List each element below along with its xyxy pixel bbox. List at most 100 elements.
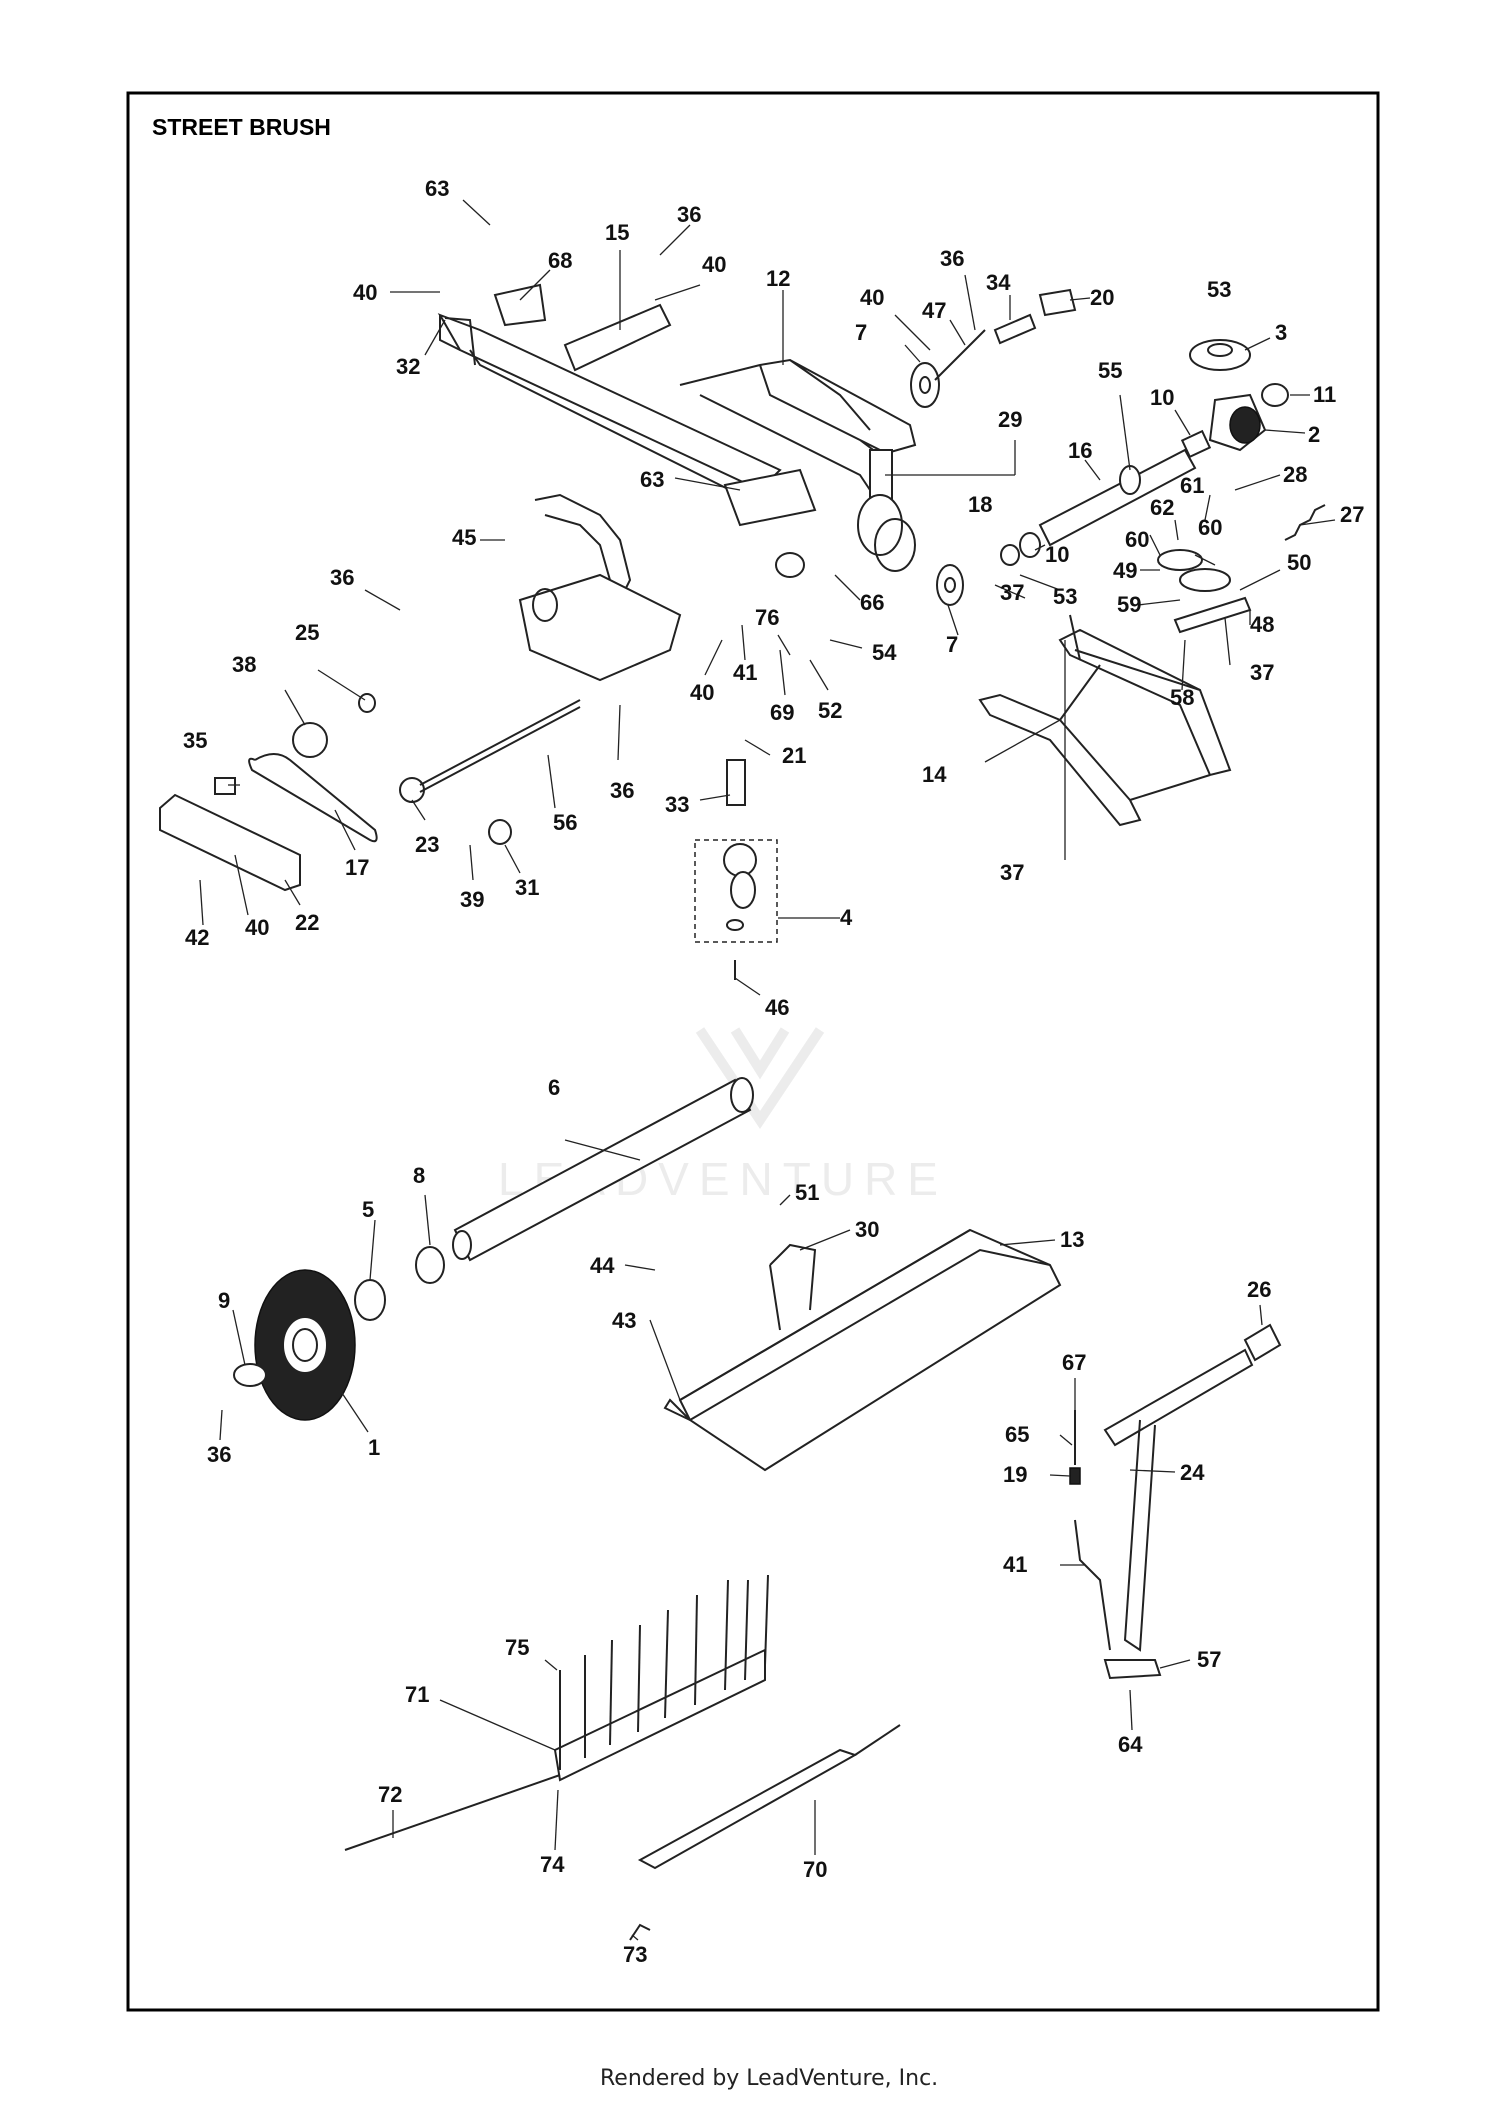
callout-27: 27 (1340, 502, 1364, 527)
callout-14: 14 (922, 762, 947, 787)
callout-29: 29 (998, 407, 1022, 432)
callout-19: 19 (1003, 1462, 1027, 1487)
callout-67: 67 (1062, 1350, 1086, 1375)
footer-credit: Rendered by LeadVenture, Inc. (600, 2066, 938, 2091)
plate-63 (723, 468, 817, 527)
callout-32: 32 (396, 354, 420, 379)
callout-56: 56 (553, 810, 577, 835)
bracket-30 (769, 1243, 817, 1331)
handle-bar-24 (1103, 1348, 1254, 1447)
callout-48: 48 (1250, 612, 1274, 637)
callout-68: 68 (548, 248, 572, 273)
callout-11: 11 (1313, 382, 1336, 407)
handle-assembly (1069, 1323, 1282, 1680)
brush-assembly (233, 1077, 754, 1421)
collar-31 (488, 819, 512, 845)
callout-72: 72 (378, 1782, 402, 1807)
plate-71 (553, 1648, 766, 1782)
callout-8: 8 (413, 1163, 425, 1188)
callout-23: 23 (415, 832, 439, 857)
shield-assembly (663, 1228, 1062, 1472)
callout-58: 58 (1170, 685, 1194, 710)
hub-9 (233, 1363, 267, 1387)
arm-48 (1173, 596, 1252, 634)
callout-17: 17 (345, 855, 369, 880)
callout-22: 22 (295, 910, 319, 935)
callout-51: 51 (795, 1180, 819, 1205)
grip-26 (1243, 1323, 1282, 1362)
callout-40: 40 (860, 285, 884, 310)
callout-40: 40 (702, 252, 726, 277)
callout-40: 40 (245, 915, 269, 940)
spring-19 (1069, 1467, 1081, 1485)
callout-12: 12 (766, 266, 790, 291)
callout-36: 36 (207, 1442, 231, 1467)
callout-7: 7 (946, 632, 958, 657)
shield-13 (678, 1228, 1062, 1472)
callout-labels: 63 36 15 40 68 40 32 12 36 40 47 34 20 5… (183, 176, 1364, 1967)
callout-57: 57 (1197, 1647, 1221, 1672)
callout-53: 53 (1053, 584, 1077, 609)
callout-36: 36 (330, 565, 354, 590)
callout-30: 30 (855, 1217, 879, 1242)
callout-45: 45 (452, 525, 476, 550)
pulley-7-upper (910, 329, 986, 408)
callout-36: 36 (610, 778, 634, 803)
callout-1: 1 (368, 1435, 380, 1460)
callout-39: 39 (460, 887, 484, 912)
callout-65: 65 (1005, 1422, 1029, 1447)
callout-52: 52 (818, 698, 842, 723)
tray-70 (637, 1748, 858, 1870)
callout-47: 47 (922, 298, 946, 323)
caster-wheel-upper (857, 449, 916, 572)
sprocket-38 (292, 722, 328, 758)
callout-38: 38 (232, 652, 256, 677)
callout-66: 66 (860, 590, 884, 615)
bearing-25 (358, 693, 376, 713)
caster-assembly-box-4 (694, 839, 778, 943)
callout-41: 41 (1003, 1552, 1027, 1577)
callout-49: 49 (1113, 558, 1137, 583)
callout-34: 34 (986, 270, 1011, 295)
callout-10: 10 (1045, 542, 1069, 567)
callout-76: 76 (755, 605, 779, 630)
ring-5 (354, 1279, 386, 1321)
pulley-7-lower (936, 564, 964, 606)
caster-wheel-lower (723, 759, 757, 980)
bracket-15 (563, 303, 672, 372)
callout-4: 4 (840, 905, 853, 930)
callout-75: 75 (505, 1635, 529, 1660)
callout-10: 10 (1150, 385, 1174, 410)
callout-55: 55 (1098, 358, 1122, 383)
callout-6: 6 (548, 1075, 560, 1100)
bearing-66 (775, 552, 805, 578)
spacer-35 (214, 777, 236, 795)
callout-60: 60 (1198, 515, 1222, 540)
callout-42: 42 (185, 925, 209, 950)
pulley-3 (1189, 339, 1251, 371)
callout-59: 59 (1117, 592, 1141, 617)
callout-62: 62 (1150, 495, 1174, 520)
shaft-34 (993, 313, 1037, 345)
callout-16: 16 (1068, 438, 1092, 463)
callout-74: 74 (540, 1852, 565, 1877)
callout-46: 46 (765, 995, 789, 1020)
bracket-20 (1038, 288, 1077, 317)
callout-69: 69 (770, 700, 794, 725)
callout-31: 31 (515, 875, 539, 900)
callout-63: 63 (640, 467, 664, 492)
callout-37: 37 (1000, 580, 1024, 605)
callout-60: 60 (1125, 527, 1149, 552)
callout-63: 63 (425, 176, 449, 201)
cover-22 (159, 793, 301, 892)
callout-3: 3 (1275, 320, 1287, 345)
side-plate-assembly (344, 1574, 901, 1941)
callout-13: 13 (1060, 1227, 1084, 1252)
rod-72 (344, 1774, 561, 1851)
callout-36: 36 (940, 246, 964, 271)
mount-frame-14 (978, 628, 1232, 827)
chain-housing (518, 573, 682, 682)
callout-28: 28 (1283, 462, 1307, 487)
collar-10 (1019, 532, 1041, 558)
leader-lines (199, 199, 1336, 1941)
